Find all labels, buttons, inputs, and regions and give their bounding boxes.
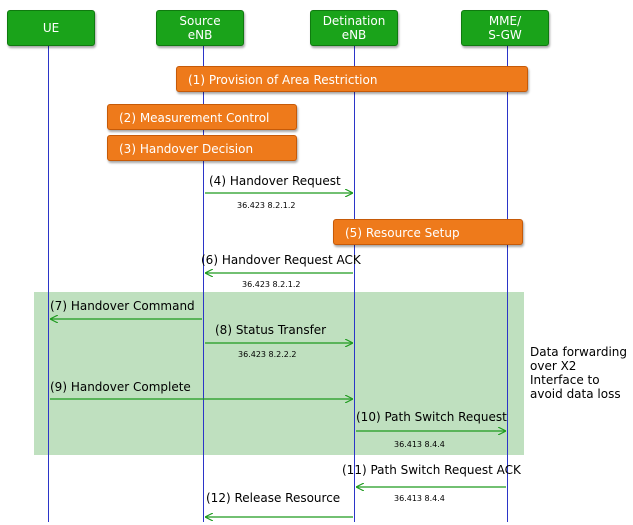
label-handover-command: (7) Handover Command bbox=[50, 299, 195, 313]
destination-enb-box: Detination eNB bbox=[310, 10, 398, 46]
ref-handover-request-ack: 36.423 8.2.1.2 bbox=[242, 280, 301, 289]
ue-lifeline bbox=[48, 44, 49, 522]
label-path-switch-request: (10) Path Switch Request bbox=[356, 410, 507, 424]
process-resource-setup: (5) Resource Setup bbox=[333, 219, 523, 245]
destination-enb-lifeline bbox=[354, 44, 355, 522]
source-enb-lifeline bbox=[203, 44, 204, 522]
label-handover-complete: (9) Handover Complete bbox=[50, 380, 191, 394]
process-measurement-control: (2) Measurement Control bbox=[107, 104, 297, 130]
process-provision-area-restriction: (1) Provision of Area Restriction bbox=[176, 66, 528, 92]
label-release-resource: (12) Release Resource bbox=[206, 491, 341, 505]
label-status-transfer: (8) Status Transfer bbox=[215, 323, 327, 337]
source-enb-box: Source eNB bbox=[156, 10, 244, 46]
x2-forwarding-note: Data forwarding over X2 Interface to avo… bbox=[530, 345, 628, 401]
ref-path-switch-request-ack: 36.413 8.4.4 bbox=[394, 494, 445, 503]
mme-sgw-box: MME/ S-GW bbox=[461, 10, 549, 46]
mme-sgw-lifeline bbox=[507, 44, 508, 522]
ref-status-transfer: 36.423 8.2.2.2 bbox=[238, 350, 297, 359]
label-handover-request-ack: (6) Handover Request ACK bbox=[201, 253, 361, 267]
ref-handover-request: 36.423 8.2.1.2 bbox=[237, 201, 296, 210]
label-handover-request: (4) Handover Request bbox=[209, 174, 341, 188]
ue-box: UE bbox=[7, 10, 95, 46]
process-handover-decision: (3) Handover Decision bbox=[107, 135, 297, 161]
ref-path-switch-request: 36.413 8.4.4 bbox=[394, 440, 445, 449]
label-path-switch-request-ack: (11) Path Switch Request ACK bbox=[342, 463, 521, 477]
